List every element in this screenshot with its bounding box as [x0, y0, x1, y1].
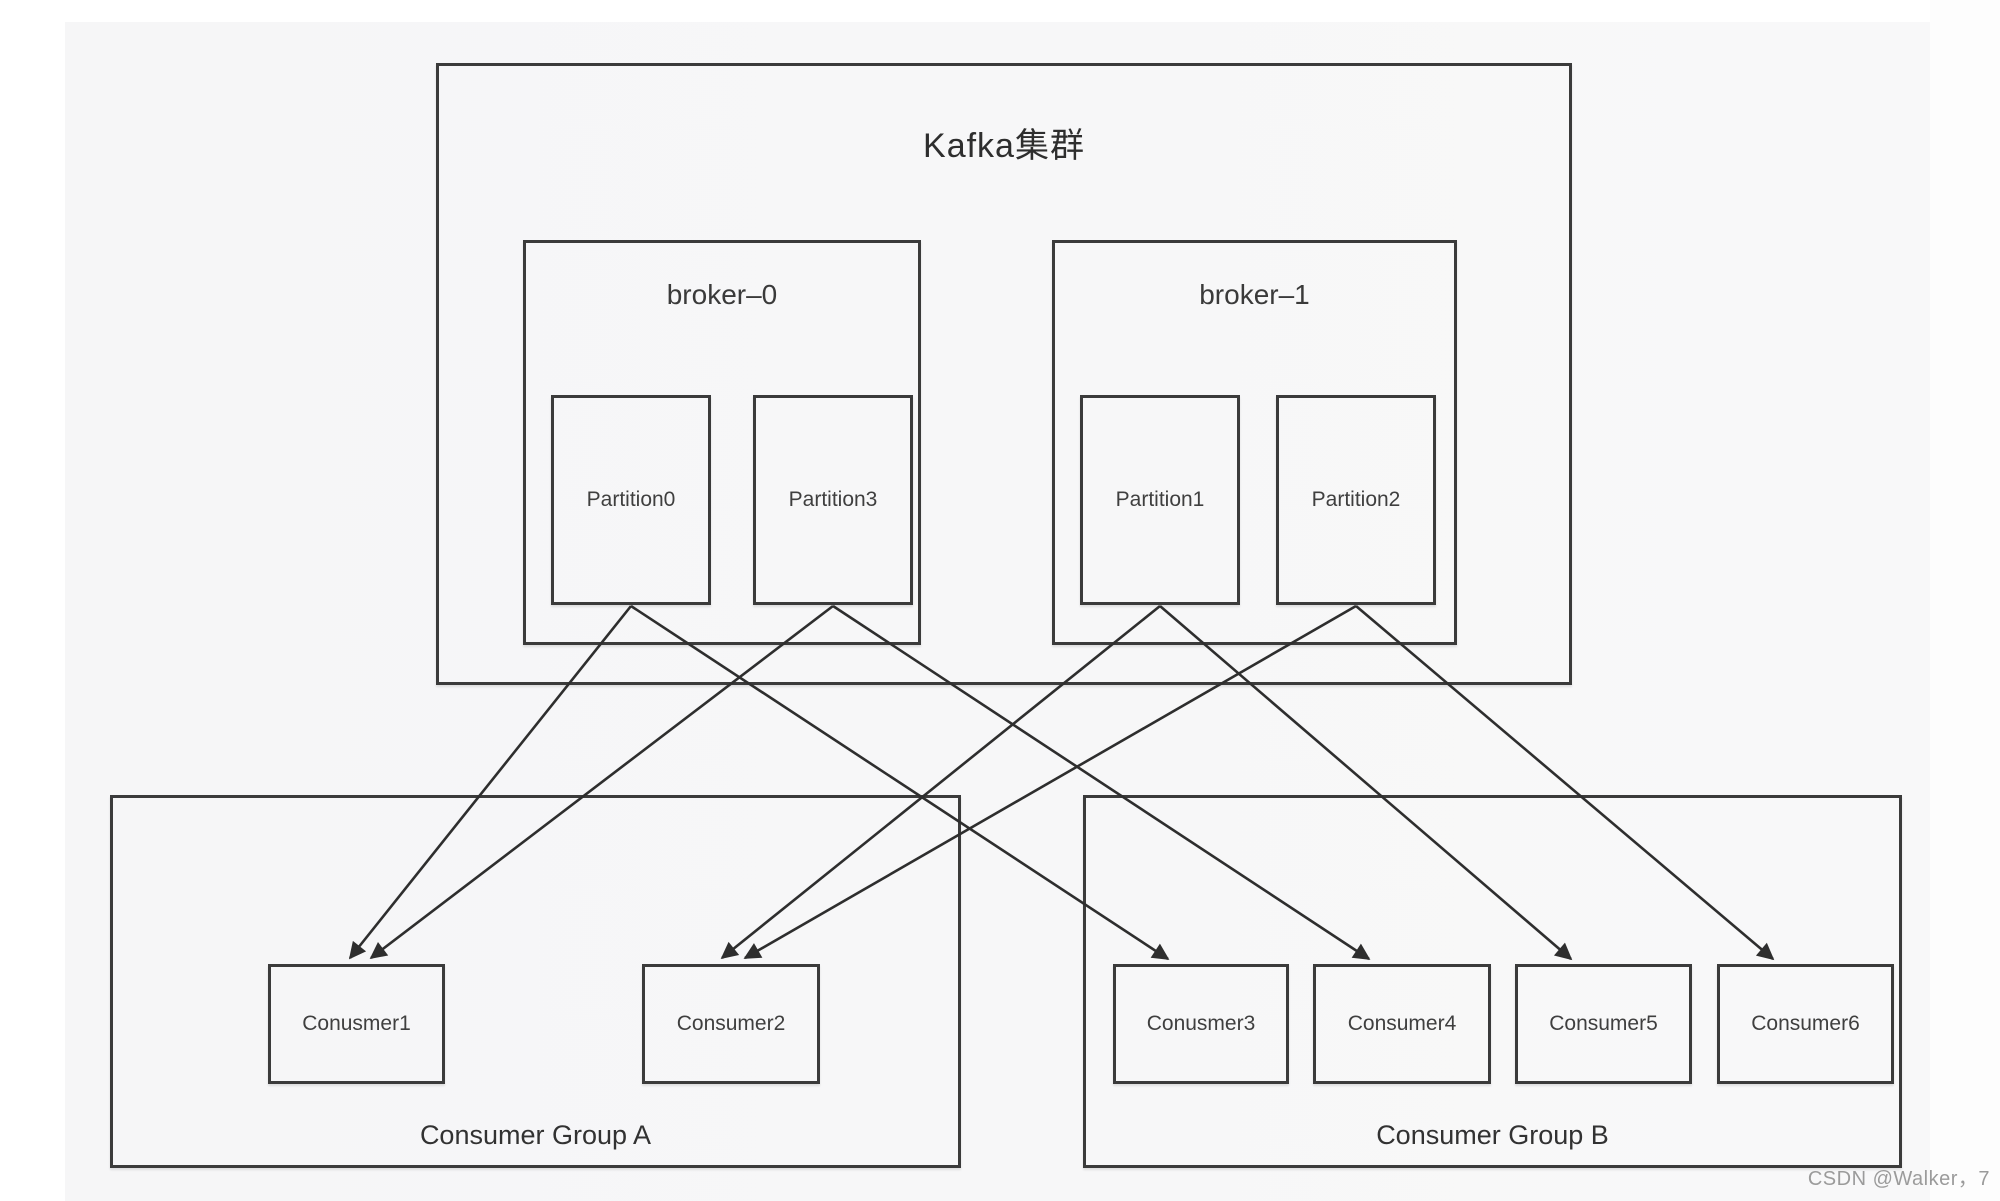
- partition-0-box: Partition0: [551, 395, 711, 605]
- consumer-3-label: Conusmer3: [1146, 1012, 1256, 1035]
- consumer-6-label: Consumer6: [1751, 1012, 1860, 1035]
- consumer-2-box: Consumer2: [642, 964, 820, 1084]
- partition-3-label: Partition3: [788, 488, 878, 511]
- consumer-2-label: Consumer2: [676, 1012, 786, 1035]
- kafka-cluster-title: Kafka集群: [923, 127, 1085, 165]
- csdn-watermark: CSDN @Walker，7: [1807, 1168, 1990, 1190]
- consumer-group-a-label: Consumer Group A: [419, 1120, 652, 1150]
- consumer-6-box: Consumer6: [1717, 964, 1894, 1084]
- consumer-group-b-label: Consumer Group B: [1376, 1120, 1609, 1150]
- partition-2-box: Partition2: [1276, 395, 1436, 605]
- partition-0-label: Partition0: [586, 488, 676, 511]
- broker-1-label: broker–1: [1199, 279, 1310, 310]
- partition-3-box: Partition3: [753, 395, 913, 605]
- partition-2-label: Partition2: [1311, 488, 1401, 511]
- partition-1-label: Partition1: [1115, 488, 1205, 511]
- broker-0-label: broker–0: [666, 279, 778, 310]
- consumer-3-box: Conusmer3: [1113, 964, 1289, 1084]
- consumer-5-box: Consumer5: [1515, 964, 1692, 1084]
- partition-1-box: Partition1: [1080, 395, 1240, 605]
- consumer-group-a-box: Consumer Group A: [110, 795, 961, 1168]
- consumer-1-box: Conusmer1: [268, 964, 445, 1084]
- consumer-1-label: Conusmer1: [302, 1012, 411, 1035]
- consumer-5-label: Consumer5: [1549, 1012, 1658, 1035]
- consumer-4-label: Consumer4: [1347, 1012, 1457, 1035]
- consumer-4-box: Consumer4: [1313, 964, 1491, 1084]
- page-right-margin: [1930, 0, 2000, 1201]
